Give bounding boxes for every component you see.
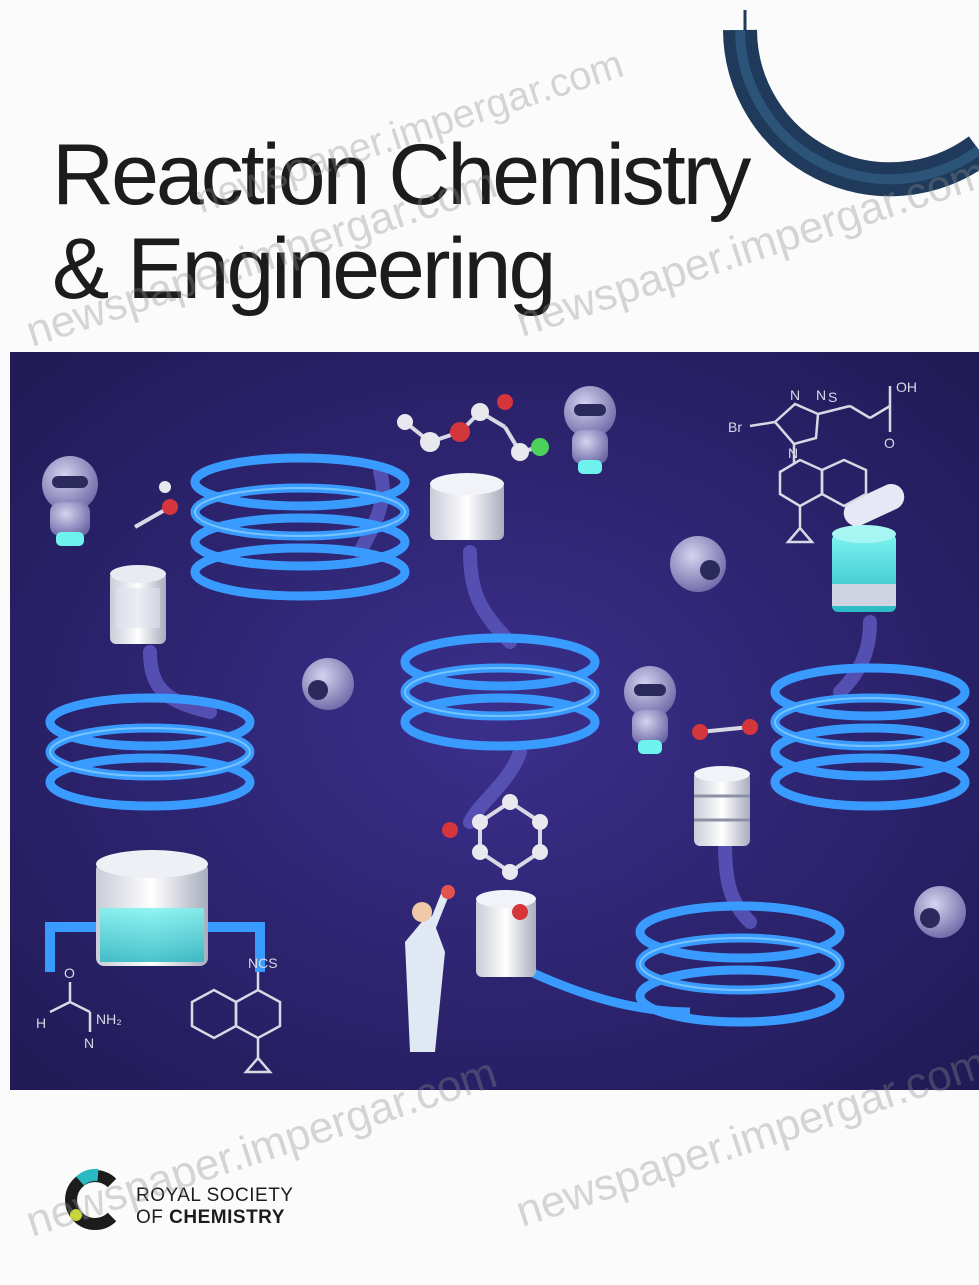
cover-artwork: Br N N N S OH O NCS: [10, 352, 979, 1090]
reactor-vessel-stack: [694, 766, 750, 846]
flow-reactor-illustration: Br N N N S OH O NCS: [10, 352, 979, 1090]
molecule-top-center: [397, 394, 549, 461]
journal-title: Reaction Chemistry & Engineering: [52, 128, 772, 316]
publisher-name-line1: ROYAL SOCIETY: [136, 1185, 294, 1206]
label-h: H: [36, 1015, 46, 1031]
molecule-ring-center: [442, 794, 548, 920]
robot-center-right: [624, 666, 676, 754]
reactor-vessel-top: [430, 473, 504, 540]
collection-vessel: [45, 850, 265, 972]
molecule-small-right: [692, 719, 758, 740]
publisher-block: ROYAL SOCIETY OF CHEMISTRY: [60, 1165, 380, 1245]
label-n-2: N: [816, 387, 826, 403]
label-n-bottom: N: [84, 1035, 94, 1051]
reactor-vessel-left: [110, 565, 166, 644]
structure-diagram-top-right: [749, 386, 892, 544]
label-o-bottom: O: [64, 965, 75, 981]
drone-sphere-center: [670, 536, 726, 592]
drone-sphere-right: [914, 886, 966, 938]
label-s: S: [828, 389, 837, 405]
label-ncs: NCS: [248, 955, 278, 971]
rsc-logo-icon: [65, 1168, 117, 1230]
drone-sphere-left: [302, 658, 354, 710]
reactor-vessel-teal-right: [832, 483, 905, 612]
label-oh: OH: [896, 379, 917, 395]
publisher-name-line2: OF CHEMISTRY: [136, 1207, 293, 1229]
reactor-vessel-center: [476, 890, 536, 977]
molecule-small-left: [134, 481, 178, 529]
label-nh2: NH₂: [96, 1011, 122, 1027]
label-br: Br: [728, 419, 742, 435]
cover-arc-graphic: [723, 10, 979, 197]
scientist-figure: [405, 885, 455, 1052]
journal-title-line1: Reaction Chemistry: [52, 127, 751, 223]
label-o: O: [884, 435, 895, 451]
publisher-name-prefix: OF: [136, 1207, 170, 1228]
journal-title-line2: & Engineering: [52, 221, 556, 317]
robot-top-center: [564, 386, 616, 474]
robot-top-left: [42, 456, 98, 546]
label-n-1: N: [790, 387, 800, 403]
label-n-3: N: [788, 445, 798, 461]
structure-diagram-bottom-left: [49, 972, 282, 1074]
publisher-name: ROYAL SOCIETY OF CHEMISTRY: [136, 1185, 293, 1229]
publisher-name-strong: CHEMISTRY: [169, 1207, 285, 1228]
